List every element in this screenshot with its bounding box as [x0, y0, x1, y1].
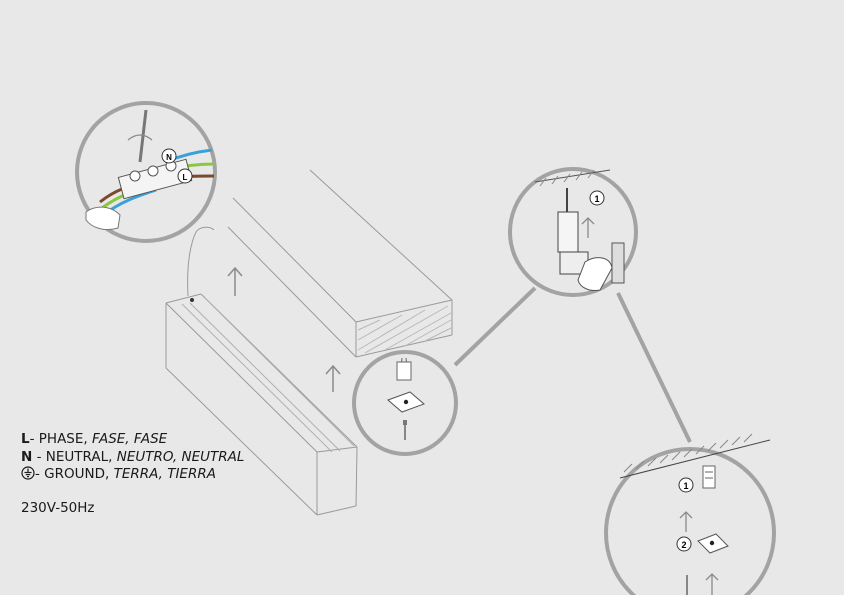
step-badge — [678, 477, 694, 493]
svg-text:2: 2 — [681, 540, 686, 550]
mounting-detail-callout: 1 2 — [604, 433, 776, 595]
cable-entry-point — [190, 298, 194, 302]
up-arrow-icon — [705, 573, 719, 595]
legend-neutral-row: N - NEUTRAL, NEUTRO, NEUTRAL — [21, 448, 245, 465]
svg-text:L: L — [183, 173, 188, 182]
svg-text:1: 1 — [683, 481, 688, 491]
svg-text:1: 1 — [594, 194, 599, 204]
wall-plug-icon — [396, 361, 412, 381]
drill-icon — [557, 188, 625, 291]
legend-ground-row: - GROUND, TERRA, TIERRA — [21, 466, 244, 484]
up-arrow-icon — [325, 364, 341, 392]
connector-line-drill — [453, 286, 537, 367]
step-badge — [676, 536, 692, 552]
wiring-detail-callout: N L — [75, 101, 217, 243]
rotate-arrow-icon — [127, 134, 153, 141]
wall-plug-icon — [702, 465, 716, 489]
screwdriver-icon — [138, 109, 148, 163]
phase-label-badge — [177, 168, 193, 184]
bracket-detail-callout — [352, 350, 458, 456]
svg-text:N: N — [166, 153, 172, 162]
up-arrow-icon — [679, 511, 693, 532]
connector-line-mount — [616, 292, 692, 443]
neutral-key: N — [21, 448, 33, 465]
legend-phase-row: L- PHASE, FASE, FASE — [21, 431, 168, 447]
drill-detail-callout: 1 — [508, 167, 638, 297]
luminaire-profile — [165, 293, 358, 516]
ceiling-block — [227, 169, 453, 358]
step-badge — [589, 190, 605, 206]
wiring-legend: L- PHASE, FASE, FASE N - NEUTRAL, NEUTRO… — [21, 431, 244, 484]
ground-symbol-icon — [21, 466, 35, 480]
neutral-label-badge — [161, 148, 177, 164]
phase-key: L — [21, 431, 30, 447]
hand-icon — [85, 206, 121, 231]
voltage-spec: 230V-50Hz — [21, 500, 95, 516]
up-arrow-icon — [227, 266, 243, 296]
power-cable — [187, 226, 215, 297]
up-arrow-icon — [581, 217, 595, 238]
